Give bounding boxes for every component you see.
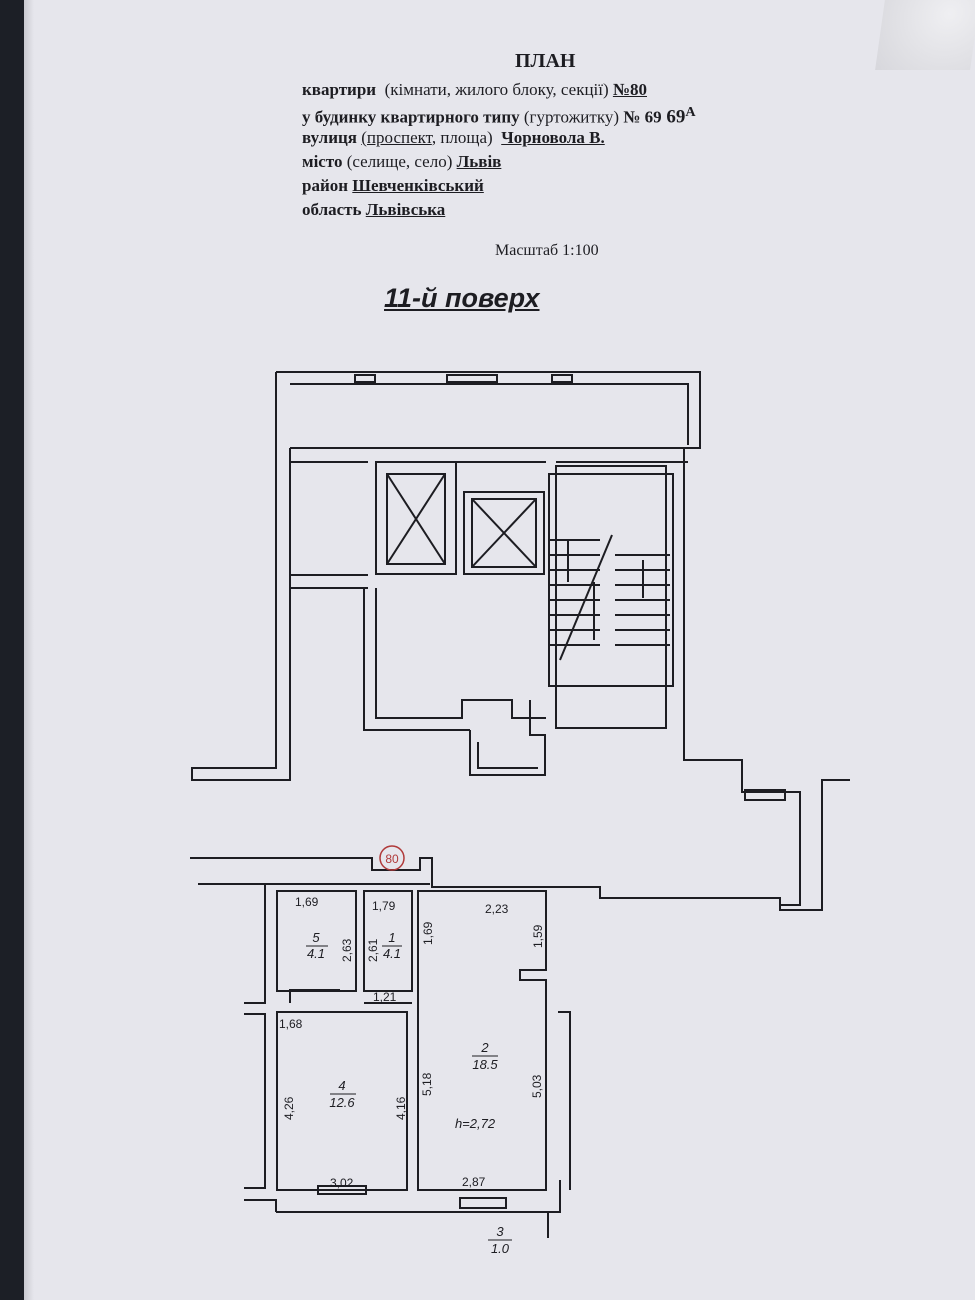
lower-left-outer-wall xyxy=(244,884,266,1004)
room-2-right-wall xyxy=(558,1011,571,1190)
elevator-shaft-1 xyxy=(375,461,457,575)
room-1-outline xyxy=(363,890,413,992)
dim-1-68: 1,68 xyxy=(279,1017,303,1031)
staircase-inner xyxy=(548,473,674,687)
house-number: 69 xyxy=(666,106,686,128)
dim-4-26: 4,26 xyxy=(282,1096,296,1120)
header-line-street: вулиця (проспект, площа) Чорновола В. xyxy=(302,128,605,147)
room-1-number: 1 xyxy=(388,930,395,945)
dimension-labels: 1,69 1,79 2,23 1,21 1,68 3,02 2,87 1,69 … xyxy=(279,895,545,1190)
window-lower-side xyxy=(744,789,786,801)
dim-5-03: 5,03 xyxy=(530,1074,544,1098)
header-line-building: у будинку квартирного типу (гуртожитку) … xyxy=(302,104,696,128)
dim-4-16: 4,16 xyxy=(394,1096,408,1120)
room-labels: 5 4.1 1 4.1 4 12.6 2 18.5 3 1.0 h=2,72 xyxy=(307,930,510,1256)
room-3-number: 3 xyxy=(496,1224,504,1239)
dim-1-79: 1,79 xyxy=(372,899,396,913)
dim-3-02: 3,02 xyxy=(330,1176,354,1190)
dim-1-21: 1,21 xyxy=(373,990,397,1004)
elevator-shaft-2 xyxy=(463,491,545,575)
room-label-dividers xyxy=(306,945,512,1241)
lobby-wall-b xyxy=(363,588,470,731)
window-lower-room2 xyxy=(459,1197,507,1209)
document-sheet xyxy=(24,0,975,1300)
elevator-shaft-1-inner xyxy=(386,473,446,565)
room-2-area: 18.5 xyxy=(472,1057,498,1072)
header-line-region: область Львівська xyxy=(302,200,446,219)
scale-label: Масштаб 1:100 xyxy=(495,242,599,259)
balcony-wall xyxy=(276,1211,549,1238)
room-5-area: 4.1 xyxy=(307,946,325,961)
window-upper-2 xyxy=(446,374,498,383)
dim-2-61: 2,61 xyxy=(366,938,380,962)
room-2-number: 2 xyxy=(480,1040,489,1055)
elevator-shaft-2-inner xyxy=(471,498,537,568)
window-upper-3 xyxy=(551,374,573,383)
elevator-shaft-1-cross-b xyxy=(386,473,446,565)
dim-1-69-room2: 1,69 xyxy=(421,921,435,945)
lower-left-wall-3 xyxy=(244,1199,277,1212)
dim-1-69-top: 1,69 xyxy=(295,895,319,909)
room-5-door xyxy=(289,989,340,1003)
dim-5-18: 5,18 xyxy=(420,1072,434,1096)
document-title: ПЛАН xyxy=(515,50,576,72)
room-4-area: 12.6 xyxy=(329,1095,355,1110)
room-3-area: 1.0 xyxy=(491,1241,510,1256)
dim-2-63: 2,63 xyxy=(340,938,354,962)
room-4-number: 4 xyxy=(338,1078,345,1093)
vestibule-wall-b xyxy=(477,742,538,769)
header-line-city: місто (селище, село) Львів xyxy=(302,152,502,171)
lower-outer-wall xyxy=(190,779,850,911)
stair-flight xyxy=(549,539,600,646)
vestibule-wall xyxy=(469,700,546,776)
lobby-wall xyxy=(375,588,546,719)
room-2-outline xyxy=(417,890,547,1191)
upper-outer-wall-inner xyxy=(290,383,689,445)
stair-handrail xyxy=(559,534,613,661)
apartment-marker-label: 80 xyxy=(385,852,399,866)
staircase-outline xyxy=(555,465,667,729)
room-1-area: 4.1 xyxy=(383,946,401,961)
dim-2-87: 2,87 xyxy=(462,1175,486,1189)
room-4-outline xyxy=(276,1011,408,1191)
dim-1-59: 1,59 xyxy=(531,924,545,948)
upper-outer-wall xyxy=(276,371,801,906)
lower-left-wall-2 xyxy=(244,1013,266,1189)
elevator-shaft-2-cross-b xyxy=(471,498,537,568)
floor-label: 11-й поверх xyxy=(384,283,540,313)
ceiling-height: h=2,72 xyxy=(455,1116,496,1131)
window-lower-room4 xyxy=(317,1185,367,1195)
room-5-number: 5 xyxy=(312,930,320,945)
window-upper-1 xyxy=(354,374,376,383)
upper-left-outer-wall xyxy=(191,372,291,781)
dim-2-23: 2,23 xyxy=(485,902,509,916)
balcony-wall-b xyxy=(548,1180,561,1213)
apartment-marker-circle xyxy=(379,845,405,871)
header-line-apartment: квартири (кімнати, жилого блоку, секції)… xyxy=(302,80,647,99)
header-line-district: район Шевченківський xyxy=(302,176,484,195)
